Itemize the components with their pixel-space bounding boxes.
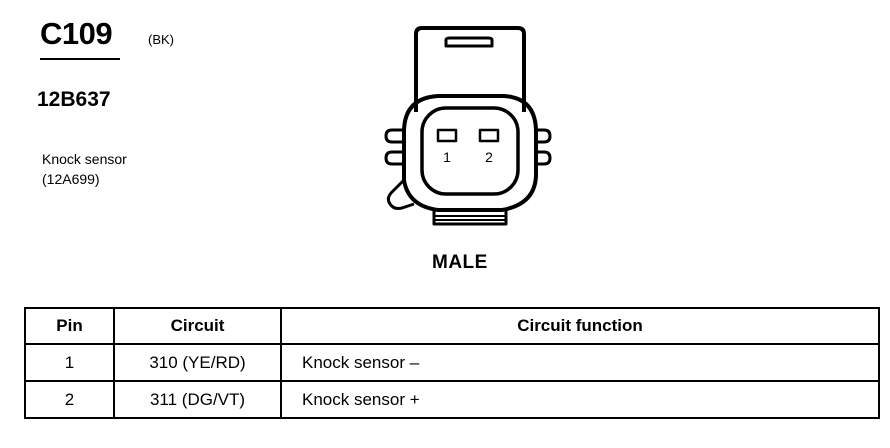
right-rib bbox=[536, 150, 552, 166]
left-latch-hook bbox=[386, 178, 415, 210]
header-circuit-function: Circuit function bbox=[280, 307, 880, 345]
terminal-1 bbox=[436, 128, 458, 143]
pin-cell: 1 bbox=[24, 343, 115, 382]
pin-label-1: 1 bbox=[443, 149, 451, 165]
circuit-cell: 310 (YE/RD) bbox=[113, 343, 282, 382]
table-header-row: Pin Circuit Circuit function bbox=[24, 307, 880, 345]
table-row: 1 310 (YE/RD) Knock sensor – bbox=[24, 343, 880, 382]
pinout-table: Pin Circuit Circuit function 1 310 (YE/R… bbox=[24, 307, 880, 419]
circuit-function-cell: Knock sensor + bbox=[280, 380, 880, 419]
left-rib bbox=[384, 150, 404, 166]
latch-slot bbox=[444, 36, 494, 48]
table-row: 2 311 (DG/VT) Knock sensor + bbox=[24, 380, 880, 419]
connector-id: C109 bbox=[40, 16, 113, 51]
part-number: 12B637 bbox=[37, 88, 111, 111]
circuit-function-cell: Knock sensor – bbox=[280, 343, 880, 382]
header-circuit: Circuit bbox=[113, 307, 282, 345]
right-rib bbox=[536, 128, 552, 144]
component-code: (12A699) bbox=[42, 171, 100, 187]
connector-face-diagram: 1 2 bbox=[384, 26, 552, 226]
terminal-2 bbox=[478, 128, 500, 143]
pin-cavity bbox=[420, 106, 520, 196]
connector-id-underline bbox=[40, 58, 120, 60]
left-rib bbox=[384, 128, 404, 144]
connector-body bbox=[402, 94, 538, 212]
pin-label-2: 2 bbox=[485, 149, 493, 165]
connector-color-code: (BK) bbox=[148, 32, 174, 47]
connector-gender-label: MALE bbox=[432, 252, 488, 273]
connector-latch bbox=[414, 26, 526, 112]
pin-cell: 2 bbox=[24, 380, 115, 419]
header-pin: Pin bbox=[24, 307, 115, 345]
component-name: Knock sensor bbox=[42, 151, 127, 167]
circuit-cell: 311 (DG/VT) bbox=[113, 380, 282, 419]
